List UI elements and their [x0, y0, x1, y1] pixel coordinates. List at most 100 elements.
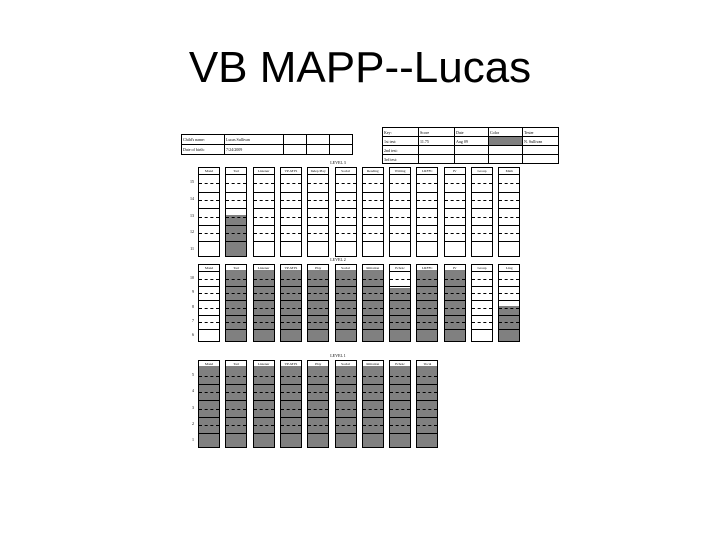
row-divider [472, 208, 492, 210]
milestone-column: Writing [389, 167, 412, 257]
row-divider [417, 416, 438, 418]
half-divider [308, 376, 329, 378]
row-label: 15 [190, 179, 194, 185]
row-divider [417, 191, 438, 193]
column-header: Mand [199, 265, 219, 272]
row-divider [417, 208, 438, 210]
half-divider [253, 293, 274, 295]
half-divider [444, 183, 465, 185]
half-divider [335, 392, 356, 394]
score-key-table: Key: Score Date Color Tester 1st test: 1… [382, 127, 559, 164]
info-cell [306, 134, 330, 145]
column-header: IV [444, 168, 465, 175]
score-fill [280, 270, 301, 341]
score-header: Score [418, 127, 455, 137]
half-divider [335, 424, 356, 426]
row-label: 8 [192, 303, 194, 309]
half-divider [499, 293, 520, 295]
half-divider [362, 199, 383, 201]
score-fill [362, 270, 383, 341]
half-divider [226, 408, 247, 410]
row-divider [335, 241, 356, 243]
row-divider [199, 300, 219, 302]
half-divider [472, 307, 492, 309]
milestone-column: IV [443, 264, 466, 342]
row-divider [390, 384, 411, 386]
row-label: 11 [190, 245, 194, 251]
half-divider [444, 293, 465, 295]
half-divider [472, 199, 492, 201]
score-cell [418, 145, 455, 155]
score-row: 1st test: 11.75 Aug 09 N. Sullivan [382, 136, 559, 146]
half-divider [199, 321, 219, 323]
row-divider [362, 432, 383, 434]
half-divider [472, 216, 492, 218]
row-divider [444, 208, 465, 210]
half-divider [308, 183, 329, 185]
half-divider [417, 376, 438, 378]
half-divider [417, 321, 438, 323]
score-fill [417, 270, 438, 341]
half-divider [226, 392, 247, 394]
score-cell [522, 154, 559, 164]
row-divider [226, 191, 247, 193]
row-divider [472, 191, 492, 193]
milestone-column: LRFFC [416, 167, 439, 257]
half-divider [417, 408, 438, 410]
half-divider [253, 408, 274, 410]
info-cell: Lucas Sullivan [224, 134, 284, 145]
half-divider [417, 216, 438, 218]
score-cell: 11.75 [418, 136, 455, 146]
milestone-column: Listener [252, 167, 275, 257]
row-divider [499, 241, 520, 243]
half-divider [280, 376, 301, 378]
column-header: Reading [362, 168, 383, 175]
row-divider [472, 300, 492, 302]
milestone-column: Tact [225, 360, 248, 448]
half-divider [308, 216, 329, 218]
half-divider [280, 216, 301, 218]
half-divider [308, 424, 329, 426]
half-divider [499, 279, 520, 281]
row-divider [335, 328, 356, 330]
score-fill [308, 366, 329, 447]
milestone-column: Math [498, 167, 521, 257]
row-divider [417, 224, 438, 226]
info-cell [283, 134, 307, 145]
half-divider [280, 183, 301, 185]
half-divider [253, 279, 274, 281]
score-fill [280, 366, 301, 447]
row-divider [390, 286, 411, 288]
half-divider [199, 307, 219, 309]
row-divider [226, 300, 247, 302]
half-divider [199, 183, 219, 185]
milestone-column: LRFFC [416, 264, 439, 342]
column-header: Listener [253, 168, 274, 175]
info-cell: Child's name: [181, 134, 225, 145]
half-divider [280, 424, 301, 426]
row-divider [226, 208, 247, 210]
milestone-column: Echoic [389, 360, 412, 448]
milestone-column: Vocal [416, 360, 439, 448]
info-cell: Date of birth: [181, 144, 225, 155]
row-divider [280, 328, 301, 330]
half-divider [444, 321, 465, 323]
half-divider [444, 233, 465, 235]
row-divider [308, 241, 329, 243]
row-divider [280, 224, 301, 226]
half-divider [253, 321, 274, 323]
score-fill [444, 270, 465, 341]
half-divider [390, 216, 411, 218]
row-divider [499, 328, 520, 330]
row-divider [308, 384, 329, 386]
row-divider [472, 286, 492, 288]
row-divider [308, 191, 329, 193]
half-divider [226, 216, 247, 218]
column-header: Group [472, 168, 492, 175]
row-divider [199, 400, 219, 402]
row-divider [199, 208, 219, 210]
row-divider [253, 208, 274, 210]
column-header: Echoic [390, 265, 411, 272]
row-label: 1 [192, 436, 194, 442]
row-divider [390, 400, 411, 402]
